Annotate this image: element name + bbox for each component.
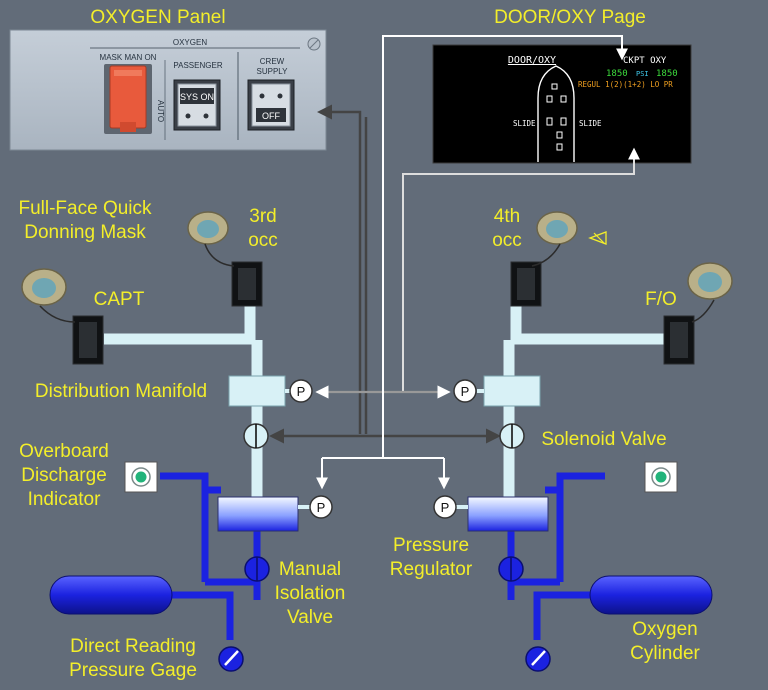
oxygen-cylinder-left	[49, 575, 173, 615]
mask-box-4th-occ	[510, 261, 542, 307]
label-distribution-manifold: Distribution Manifold	[35, 381, 207, 402]
solenoid-valve-right	[499, 423, 525, 449]
label-fo: F/O	[645, 289, 677, 310]
distribution-manifold-left	[228, 375, 286, 407]
mask-icon-fo	[687, 262, 733, 323]
ecam-psi-unit: PSI	[636, 70, 649, 78]
mask-box-3rd-occ	[231, 261, 263, 307]
panel-header: OXYGEN	[173, 38, 207, 47]
ecam-slide-left: SLIDE	[513, 119, 536, 128]
mask-icon-4th-occ	[531, 211, 578, 267]
no-smoking-icon	[588, 231, 607, 245]
off-text: OFF	[262, 111, 280, 121]
pressure-regulator-left	[217, 496, 299, 532]
sys-on-text: SYS ON	[180, 92, 214, 102]
pressure-gage-right-icon	[525, 646, 551, 672]
label-capt: CAPT	[94, 289, 145, 310]
pressure-sensor-regulator-right: P	[433, 495, 468, 519]
solenoid-valve-left	[243, 423, 269, 449]
passenger-sys-on-button[interactable]: SYS ON	[173, 79, 221, 131]
distribution-manifold-right	[483, 375, 541, 407]
mask-icon-capt	[21, 268, 76, 323]
overboard-discharge-indicator-right	[644, 461, 678, 493]
oxygen-panel-title: OXYGEN Panel	[90, 7, 225, 28]
ecam-regul-line: REGUL 1(2)(1+2) LO PR	[578, 80, 673, 89]
pressure-gage-left-icon	[218, 646, 244, 672]
svg-text:P: P	[441, 500, 450, 515]
manual-isolation-valve-left	[244, 556, 270, 582]
label-solenoid-valve: Solenoid Valve	[541, 429, 666, 450]
ecam-fuselage	[537, 65, 575, 162]
oxygen-overhead-panel: OXYGEN MASK MAN ON AUTO PASSENGER SYS ON…	[9, 29, 327, 151]
pressure-sensor-regulator-left: P	[298, 495, 333, 519]
svg-text:P: P	[297, 384, 306, 399]
passenger-label: PASSENGER	[173, 61, 222, 70]
ecam-psi-right: 1850	[656, 69, 678, 79]
control-line-crew-supply-a	[317, 104, 362, 434]
overboard-discharge-indicator-left	[124, 461, 158, 493]
crew-supply-off-button[interactable]: OFF	[247, 79, 295, 131]
pressure-regulator-right	[467, 496, 549, 532]
mask-icon-3rd-occ	[187, 211, 235, 267]
svg-text:P: P	[461, 384, 470, 399]
signal-line-ecam-top	[382, 35, 628, 200]
ecam-ckpt-oxy: CKPT OXY	[623, 56, 667, 66]
auto-label: AUTO	[156, 100, 165, 122]
signal-line-ecam-bottom	[402, 147, 640, 392]
ecam-door-oxy-page: DOOR/OXY CKPT OXY 1850 PSI 1850 REGUL 1(…	[432, 44, 692, 164]
mask-man-on-label: MASK MAN ON	[100, 53, 157, 62]
ecam-title: DOOR/OXY	[508, 55, 556, 66]
ecam-slide-right: SLIDE	[579, 119, 602, 128]
manual-isolation-valve-right	[498, 556, 524, 582]
pressure-sensor-manifold-right: P	[453, 379, 484, 403]
mask-box-capt	[72, 315, 104, 365]
low-pressure-piping	[104, 292, 665, 498]
mask-man-on-guard[interactable]	[104, 64, 152, 134]
ecam-psi-left: 1850	[606, 69, 628, 79]
door-oxy-page-title: DOOR/OXY Page	[494, 7, 646, 28]
oxygen-cylinder-right	[589, 575, 713, 615]
pressure-sensor-manifold-left: P	[285, 379, 313, 403]
svg-text:P: P	[317, 500, 326, 515]
mask-box-fo	[663, 315, 695, 365]
signal-line-regulators	[322, 200, 444, 459]
